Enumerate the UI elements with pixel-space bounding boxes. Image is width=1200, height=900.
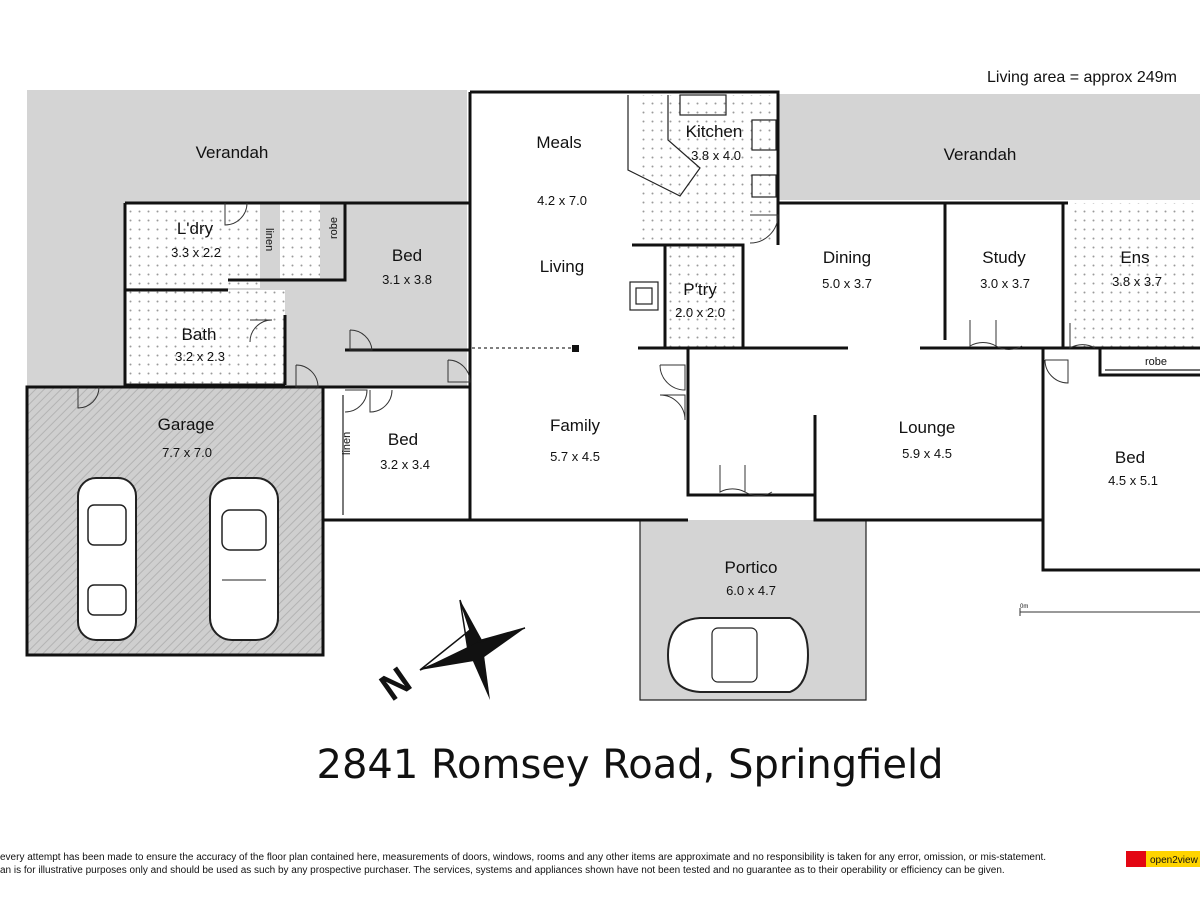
lounge-dim: 5.9 x 4.5 <box>902 446 952 461</box>
living-name: Living <box>540 257 584 276</box>
robe-label-2: robe <box>1145 356 1167 368</box>
doors <box>77 202 1096 497</box>
bed2-dim: 3.2 x 3.4 <box>380 457 430 472</box>
disclaimer-line-2: an is for illustrative purposes only and… <box>0 865 1005 876</box>
portico-name: Portico <box>725 558 778 577</box>
robe-label-1: robe <box>328 217 340 239</box>
disclaimer-line-1: every attempt has been made to ensure th… <box>0 852 1046 863</box>
bath-dim: 3.2 x 2.3 <box>175 349 225 364</box>
bath-area <box>125 290 285 385</box>
scale-bar: 0m <box>1019 604 1200 616</box>
bed3-dim: 4.5 x 5.1 <box>1108 473 1158 488</box>
north-label: N <box>373 660 420 710</box>
walls <box>123 90 1200 572</box>
laundry-name: L'dry <box>177 219 214 238</box>
garage-name: Garage <box>158 415 215 434</box>
lounge-name: Lounge <box>899 418 956 437</box>
bed1-name: Bed <box>392 246 422 265</box>
pantry-area <box>665 245 743 348</box>
meals-dim: 4.2 x 7.0 <box>537 193 587 208</box>
family-name: Family <box>550 416 601 435</box>
kitchen-area <box>640 95 776 245</box>
study-dim: 3.0 x 3.7 <box>980 276 1030 291</box>
living-area-text: Living area = approx 249m <box>987 69 1177 86</box>
dining-name: Dining <box>823 248 871 267</box>
logo-text: open2view <box>1150 855 1199 866</box>
ensuite-area <box>1068 203 1200 348</box>
scale-label: 0m <box>1020 604 1028 610</box>
kitchen-dim: 3.8 x 4.0 <box>691 148 741 163</box>
open2view-logo: open2view <box>1126 851 1200 867</box>
ensuite-dim: 3.8 x 3.7 <box>1112 274 1162 289</box>
address-title: 2841 Romsey Road, Springfield <box>317 742 944 788</box>
laundry-dim: 3.3 x 2.2 <box>171 245 221 260</box>
family-dim: 5.7 x 4.5 <box>550 449 600 464</box>
dining-dim: 5.0 x 3.7 <box>822 276 872 291</box>
verandah-right-area <box>778 94 1200 200</box>
bath-name: Bath <box>182 325 217 344</box>
linen-label-1: linen <box>263 228 275 251</box>
pantry-name: P'try <box>683 280 717 299</box>
pantry-dim: 2.0 x 2.0 <box>675 305 725 320</box>
linen-label-2: linen <box>341 432 353 455</box>
ensuite-name: Ens <box>1120 248 1149 267</box>
garage-dim: 7.7 x 7.0 <box>162 445 212 460</box>
kitchen-name: Kitchen <box>686 122 743 141</box>
study-name: Study <box>982 248 1026 267</box>
convertible-car-icon <box>666 617 810 693</box>
compass-icon <box>419 599 526 700</box>
wc-area <box>280 203 320 278</box>
bed1-dim: 3.1 x 3.8 <box>382 272 432 287</box>
verandah-right-name: Verandah <box>944 145 1017 164</box>
bed3-name: Bed <box>1115 448 1145 467</box>
portico-dim: 6.0 x 4.7 <box>726 583 776 598</box>
meals-name: Meals <box>536 133 581 152</box>
verandah-left-name: Verandah <box>196 143 269 162</box>
car-icon <box>209 477 279 641</box>
bed2-name: Bed <box>388 430 418 449</box>
laundry-area <box>125 203 260 288</box>
car-icon <box>77 477 137 641</box>
